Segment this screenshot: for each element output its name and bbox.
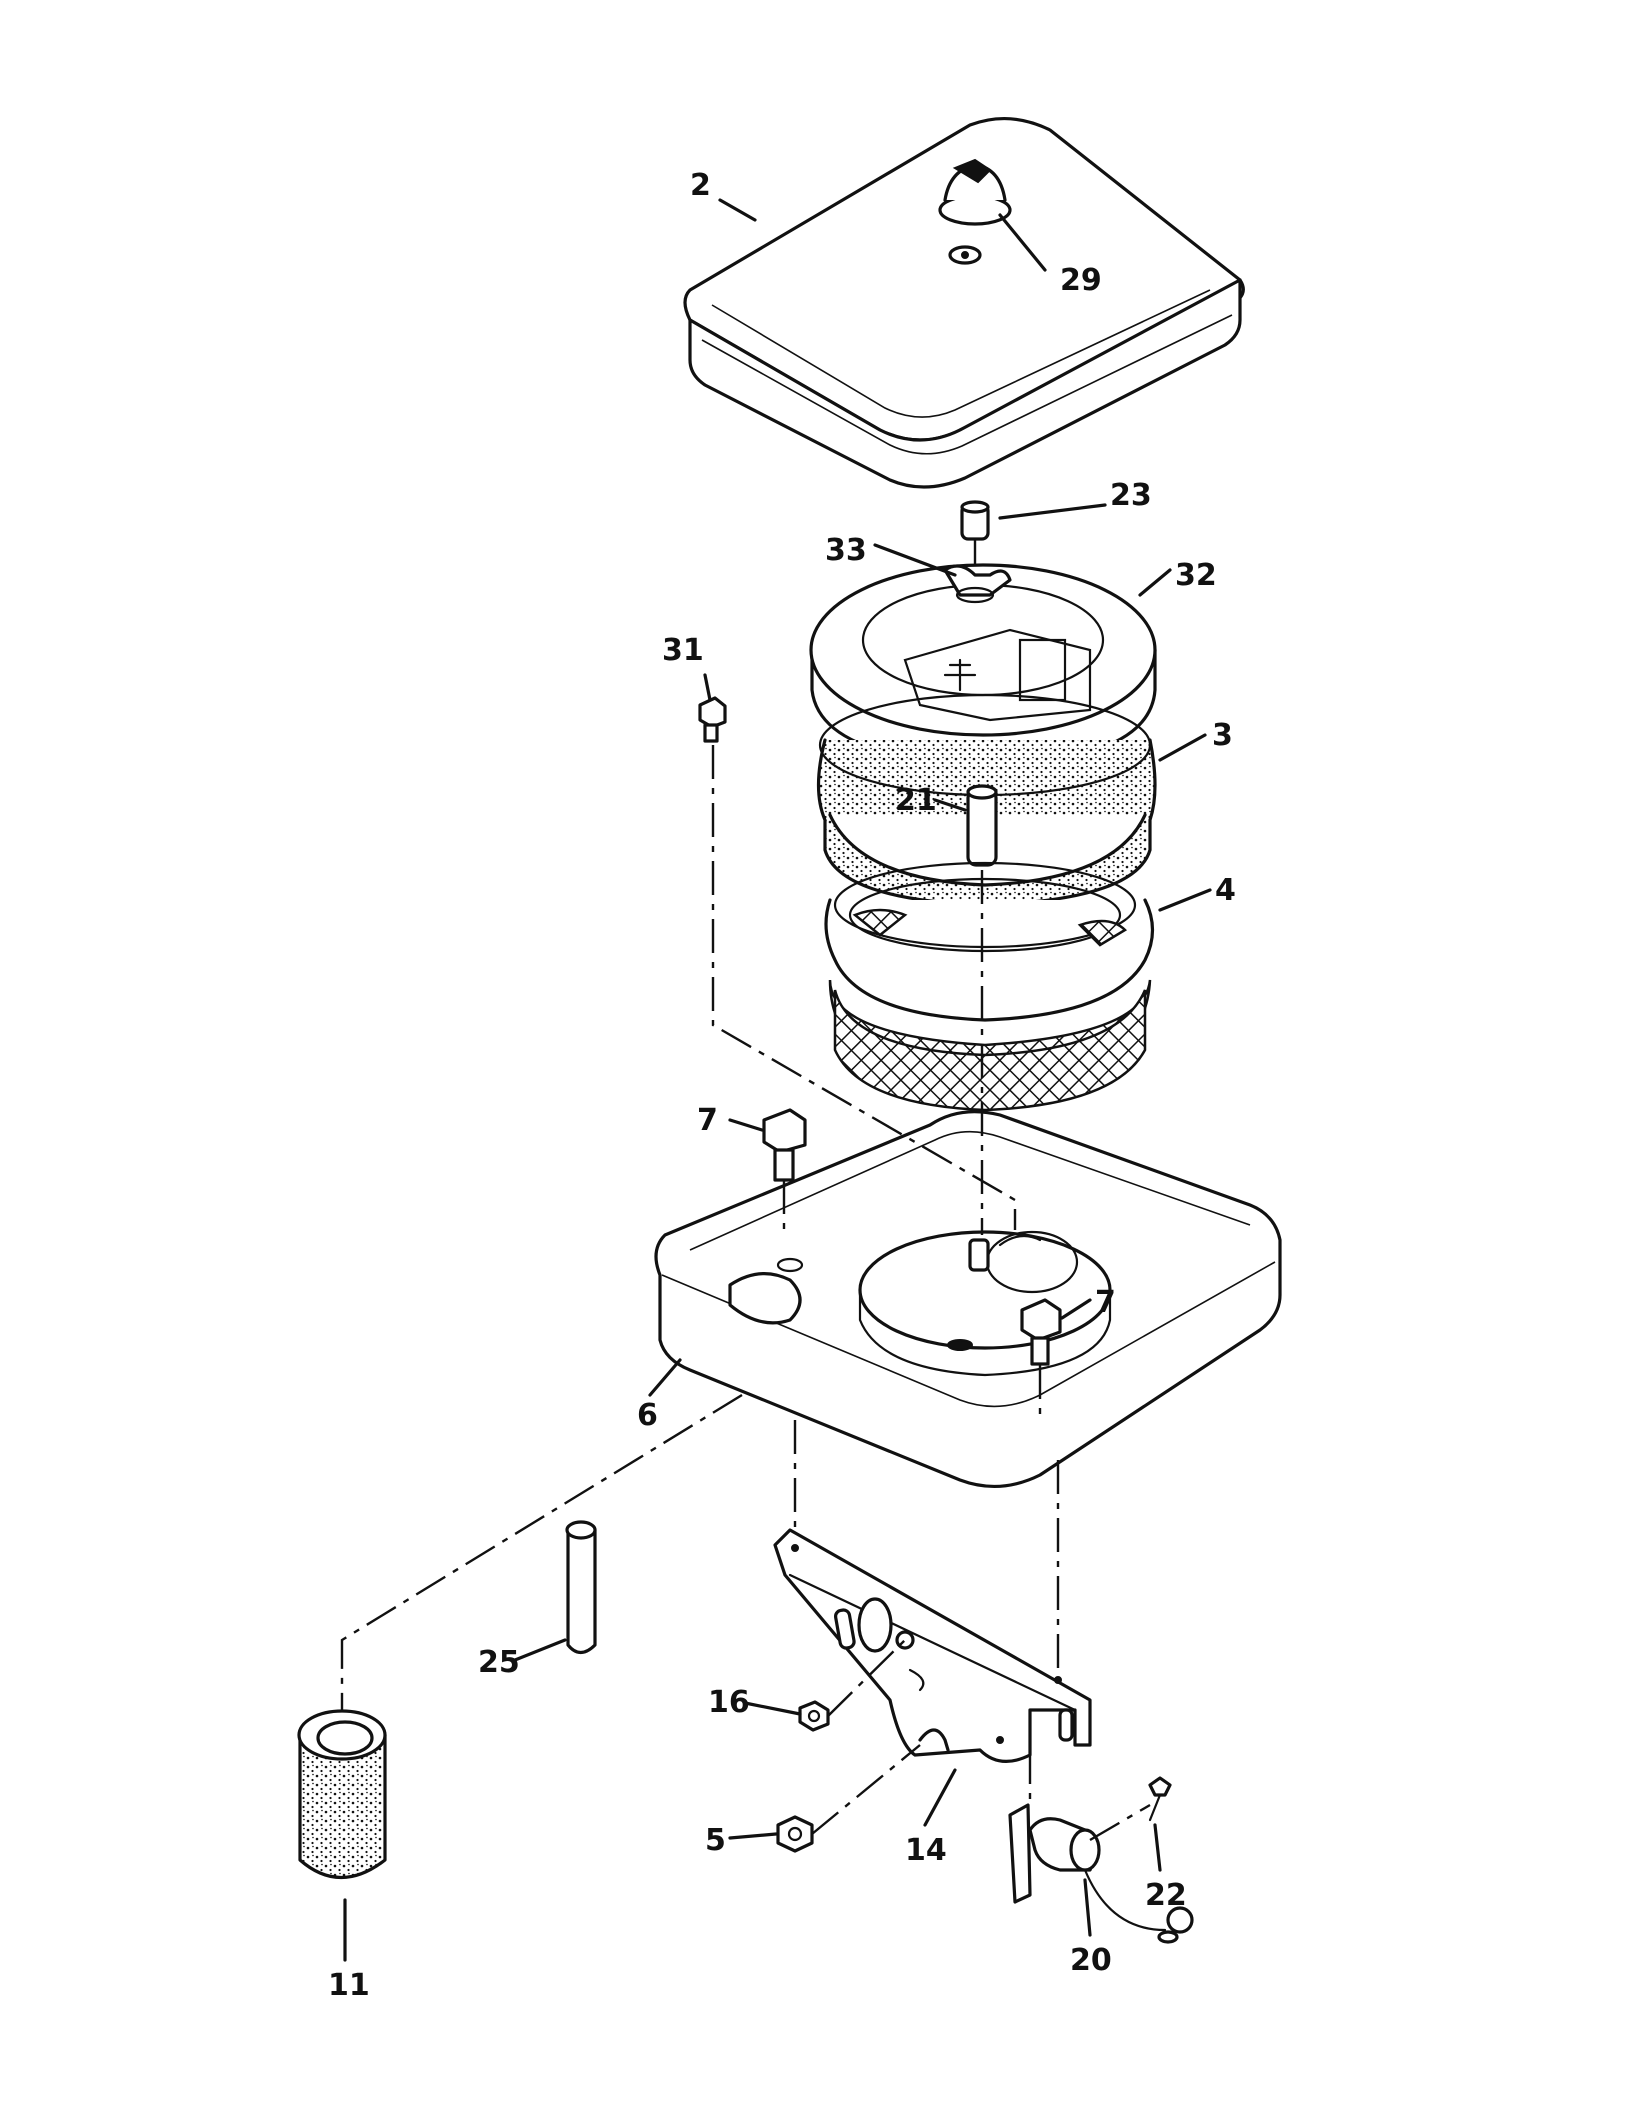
nut-16-part — [798, 1700, 830, 1732]
callout-5: 5 — [705, 1823, 726, 1858]
callout-7-lower: 7 — [1095, 1285, 1116, 1320]
callout-33: 33 — [825, 533, 867, 568]
callout-16: 16 — [708, 1685, 750, 1720]
bolt-lower-part — [1020, 1298, 1062, 1366]
bolt-top-part — [698, 696, 727, 743]
screw-part — [1148, 1776, 1172, 1822]
callout-2: 2 — [690, 168, 711, 203]
assembly-centerlines — [340, 540, 1151, 1842]
callout-6: 6 — [637, 1398, 658, 1433]
callout-20: 20 — [1070, 1943, 1112, 1978]
indicator-part — [1008, 1803, 1194, 1944]
callout-31: 31 — [662, 633, 704, 668]
nut-5-part — [776, 1815, 814, 1853]
callout-leaders — [343, 198, 1212, 1962]
callout-7-upper: 7 — [697, 1103, 718, 1138]
callout-3: 3 — [1212, 718, 1233, 753]
pre-cleaner-part — [816, 693, 1157, 907]
hose-part — [297, 1709, 387, 1879]
base-part — [654, 1110, 1282, 1488]
callout-21: 21 — [895, 783, 937, 818]
filter-element-part — [824, 861, 1155, 1112]
top-ring-part — [809, 563, 1157, 767]
callout-11: 11 — [328, 1968, 370, 2003]
callout-14: 14 — [905, 1833, 947, 1868]
callout-29: 29 — [1060, 263, 1102, 298]
callout-22: 22 — [1145, 1878, 1187, 1913]
callout-32: 32 — [1175, 558, 1217, 593]
cover-part — [683, 117, 1245, 489]
callout-4: 4 — [1215, 873, 1236, 908]
callout-23: 23 — [1110, 478, 1152, 513]
callout-25: 25 — [478, 1645, 520, 1680]
bolt-upper-part — [762, 1108, 807, 1182]
tube-part — [565, 1520, 597, 1655]
stud-part — [960, 500, 990, 541]
bracket-part — [773, 1528, 1092, 1763]
